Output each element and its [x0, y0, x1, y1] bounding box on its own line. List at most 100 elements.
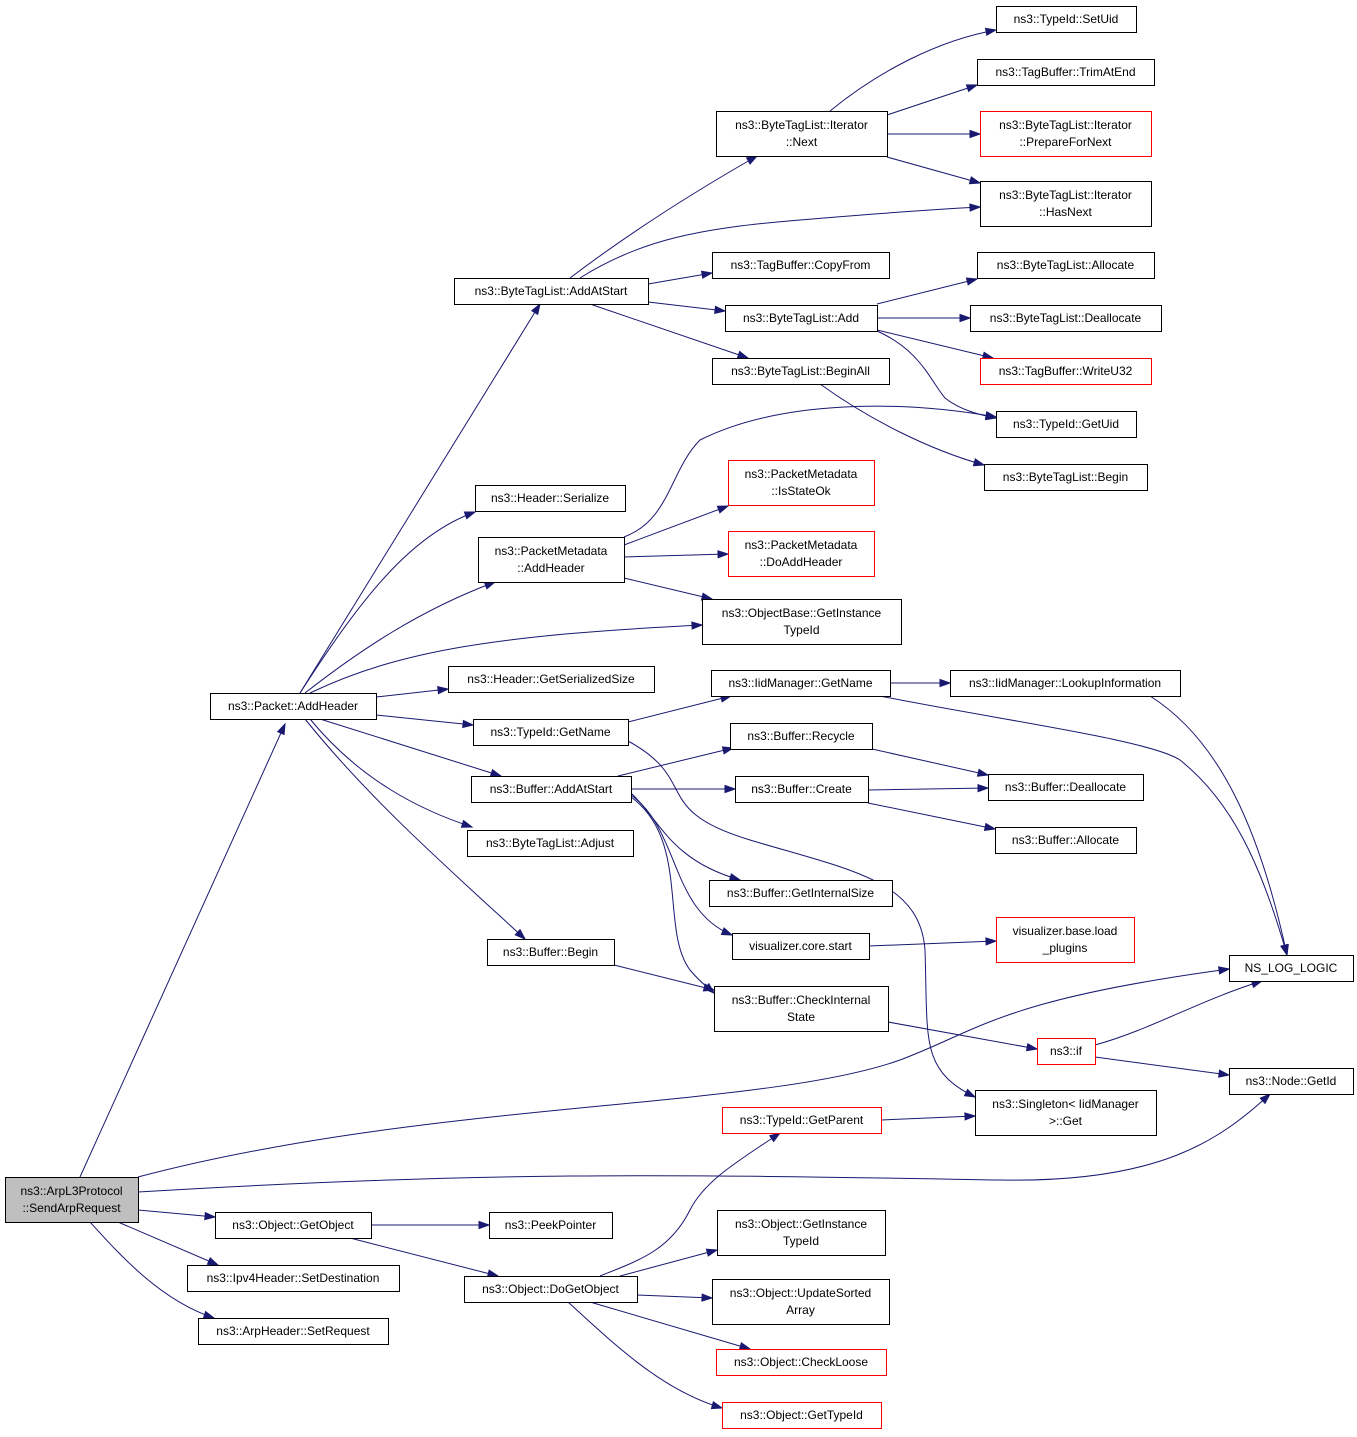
node-box[interactable]: [970, 305, 1162, 332]
node-header_serialize[interactable]: ns3::Header::Serialize: [475, 485, 626, 512]
node-ns3_if[interactable]: ns3::if: [1037, 1038, 1096, 1065]
node-box[interactable]: [709, 880, 893, 907]
node-box[interactable]: [977, 252, 1155, 279]
node-box[interactable]: [712, 252, 890, 279]
node-box[interactable]: [467, 830, 634, 857]
node-ipv4_setdest[interactable]: ns3::Ipv4Header::SetDestination: [187, 1265, 400, 1292]
node-buffer_getinternalsize[interactable]: ns3::Buffer::GetInternalSize: [709, 880, 893, 907]
node-buffer_recycle[interactable]: ns3::Buffer::Recycle: [730, 723, 873, 750]
node-box[interactable]: [5, 1177, 139, 1223]
node-typeid_getparent[interactable]: ns3::TypeId::GetParent: [722, 1107, 882, 1134]
node-tagbuffer_trimatend[interactable]: ns3::TagBuffer::TrimAtEnd: [977, 59, 1155, 86]
node-box[interactable]: [988, 774, 1144, 801]
node-box[interactable]: [977, 59, 1155, 86]
node-buffer_begin[interactable]: ns3::Buffer::Begin: [487, 939, 615, 966]
node-btl_begin[interactable]: ns3::ByteTagList::Begin: [984, 464, 1148, 491]
node-iid_getname[interactable]: ns3::IidManager::GetName: [711, 670, 891, 697]
node-object_getobject[interactable]: ns3::Object::GetObject: [215, 1212, 372, 1239]
node-tagbuffer_copyfrom[interactable]: ns3::TagBuffer::CopyFrom: [712, 252, 890, 279]
node-box[interactable]: [728, 531, 875, 577]
node-pm_addheader[interactable]: ns3::PacketMetadata::AddHeader: [478, 537, 625, 583]
node-typeid_getuid[interactable]: ns3::TypeId::GetUid: [996, 411, 1137, 438]
node-btl_addatstart[interactable]: ns3::ByteTagList::AddAtStart: [454, 278, 649, 305]
node-box[interactable]: [984, 464, 1148, 491]
node-btl_iter_next[interactable]: ns3::ByteTagList::Iterator::Next: [716, 111, 888, 157]
node-box[interactable]: [187, 1265, 400, 1292]
node-buffer_allocate[interactable]: ns3::Buffer::Allocate: [995, 827, 1137, 854]
node-pm_doaddheader[interactable]: ns3::PacketMetadata::DoAddHeader: [728, 531, 875, 577]
node-box[interactable]: [728, 460, 875, 506]
node-vis_base_loadplugins[interactable]: visualizer.base.load_plugins: [996, 917, 1135, 963]
node-box[interactable]: [454, 278, 649, 305]
node-node_getid[interactable]: ns3::Node::GetId: [1229, 1068, 1354, 1095]
node-box[interactable]: [448, 666, 655, 693]
node-packet_addheader[interactable]: ns3::Packet::AddHeader: [210, 693, 377, 720]
node-box[interactable]: [717, 1210, 886, 1256]
node-box[interactable]: [1229, 955, 1354, 982]
node-box[interactable]: [716, 1349, 887, 1376]
node-buffer_deallocate[interactable]: ns3::Buffer::Deallocate: [988, 774, 1144, 801]
node-tagbuffer_writeu32[interactable]: ns3::TagBuffer::WriteU32: [980, 358, 1152, 385]
node-box[interactable]: [980, 181, 1152, 227]
node-peekpointer[interactable]: ns3::PeekPointer: [489, 1212, 613, 1239]
node-buffer_addatstart[interactable]: ns3::Buffer::AddAtStart: [471, 776, 632, 803]
node-typeid_setuid[interactable]: ns3::TypeId::SetUid: [996, 6, 1137, 33]
node-box[interactable]: [475, 485, 626, 512]
node-box[interactable]: [996, 6, 1137, 33]
node-box[interactable]: [478, 537, 625, 583]
node-box[interactable]: [980, 111, 1152, 157]
node-box[interactable]: [711, 670, 891, 697]
node-btl_iter_preparefornext[interactable]: ns3::ByteTagList::Iterator::PrepareForNe…: [980, 111, 1152, 157]
node-box[interactable]: [996, 411, 1137, 438]
node-box[interactable]: [716, 111, 888, 157]
node-box[interactable]: [702, 599, 902, 645]
node-buffer_create[interactable]: ns3::Buffer::Create: [735, 776, 869, 803]
node-header_getsersize[interactable]: ns3::Header::GetSerializedSize: [448, 666, 655, 693]
node-box[interactable]: [487, 939, 615, 966]
node-box[interactable]: [730, 723, 873, 750]
node-box[interactable]: [722, 1107, 882, 1134]
node-box[interactable]: [712, 358, 890, 385]
node-box[interactable]: [471, 776, 632, 803]
node-btl_deallocate[interactable]: ns3::ByteTagList::Deallocate: [970, 305, 1162, 332]
node-box[interactable]: [714, 986, 889, 1032]
node-typeid_getname[interactable]: ns3::TypeId::GetName: [473, 719, 629, 746]
node-box[interactable]: [1229, 1068, 1354, 1095]
node-pm_isstateok[interactable]: ns3::PacketMetadata::IsStateOk: [728, 460, 875, 506]
node-ns_log_logic[interactable]: NS_LOG_LOGIC: [1229, 955, 1354, 982]
node-box[interactable]: [725, 305, 878, 332]
node-box[interactable]: [995, 827, 1137, 854]
node-vis_core_start[interactable]: visualizer.core.start: [732, 933, 870, 960]
node-box[interactable]: [722, 1402, 882, 1429]
node-box[interactable]: [473, 719, 629, 746]
node-arp_setrequest[interactable]: ns3::ArpHeader::SetRequest: [198, 1318, 389, 1345]
node-object_gettypeid[interactable]: ns3::Object::GetTypeId: [722, 1402, 882, 1429]
node-btl_add[interactable]: ns3::ByteTagList::Add: [725, 305, 878, 332]
node-box[interactable]: [489, 1212, 613, 1239]
node-box[interactable]: [1037, 1038, 1096, 1065]
node-box[interactable]: [975, 1090, 1157, 1136]
node-box[interactable]: [980, 358, 1152, 385]
node-box[interactable]: [950, 670, 1181, 697]
node-box[interactable]: [712, 1279, 890, 1325]
node-btl_beginall[interactable]: ns3::ByteTagList::BeginAll: [712, 358, 890, 385]
node-btl_allocate[interactable]: ns3::ByteTagList::Allocate: [977, 252, 1155, 279]
node-send_arp[interactable]: ns3::ArpL3Protocol::SendArpRequest: [5, 1177, 139, 1223]
node-box[interactable]: [996, 917, 1135, 963]
node-iid_lookupinfo[interactable]: ns3::IidManager::LookupInformation: [950, 670, 1181, 697]
node-btl_iter_hasnext[interactable]: ns3::ByteTagList::Iterator::HasNext: [980, 181, 1152, 227]
node-box[interactable]: [735, 776, 869, 803]
node-box[interactable]: [732, 933, 870, 960]
node-singleton_get[interactable]: ns3::Singleton< IidManager>::Get: [975, 1090, 1157, 1136]
node-box[interactable]: [198, 1318, 389, 1345]
node-btl_adjust[interactable]: ns3::ByteTagList::Adjust: [467, 830, 634, 857]
node-box[interactable]: [210, 693, 377, 720]
node-box[interactable]: [215, 1212, 372, 1239]
node-object_checkloose[interactable]: ns3::Object::CheckLoose: [716, 1349, 887, 1376]
node-box[interactable]: [464, 1276, 638, 1303]
node-object_dogetobject[interactable]: ns3::Object::DoGetObject: [464, 1276, 638, 1303]
